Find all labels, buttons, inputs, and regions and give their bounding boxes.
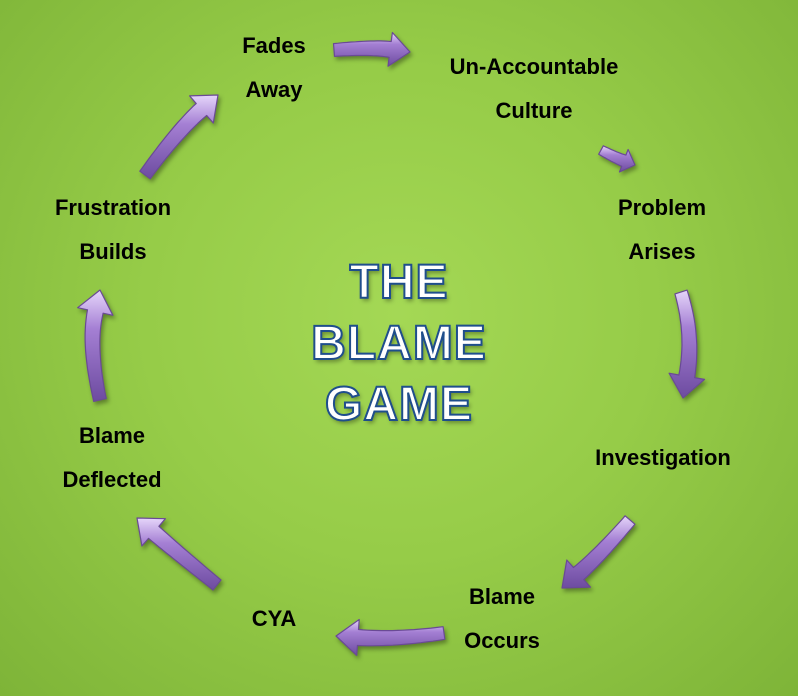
cycle-arrow: [139, 94, 219, 180]
title-line-2: BLAME: [310, 316, 487, 371]
step-label-line-2: Deflected: [62, 467, 162, 492]
step-unaccountable-culture: Un-Accountable Culture: [424, 45, 644, 133]
step-label-line-1: Fades: [242, 33, 306, 58]
step-label-line-1: Blame: [78, 423, 146, 448]
cycle-arrow: [332, 31, 411, 67]
cycle-arrow: [668, 289, 706, 399]
step-frustration-builds: Frustration Builds: [28, 186, 198, 274]
diagram-title: THE BLAME GAME: [249, 252, 549, 435]
step-label-line-2: Culture: [495, 98, 573, 123]
cycle-arrow: [77, 289, 114, 402]
step-label-line-1: Blame: [468, 584, 536, 609]
title-line-1: THE: [349, 255, 449, 310]
step-label-line-2: Arises: [628, 239, 696, 264]
step-label-line-1: Investigation: [595, 445, 731, 470]
step-cya: CYA: [234, 597, 314, 641]
step-label-line-1: Frustration: [54, 195, 172, 220]
step-fades-away: Fades Away: [219, 24, 329, 112]
step-label-line-1: Un-Accountable: [449, 54, 619, 79]
cycle-arrow: [335, 618, 446, 656]
step-label-line-1: Problem: [617, 195, 707, 220]
cycle-arrow: [598, 145, 636, 173]
step-label-line-1: CYA: [251, 606, 297, 631]
cycle-arrow: [136, 517, 222, 591]
step-blame-occurs: Blame Occurs: [442, 575, 562, 663]
step-investigation: Investigation: [568, 436, 758, 480]
step-label-line-2: Builds: [79, 239, 147, 264]
title-line-3: GAME: [324, 377, 473, 432]
step-blame-deflected: Blame Deflected: [32, 414, 192, 502]
step-label-line-2: Away: [245, 77, 303, 102]
step-problem-arises: Problem Arises: [592, 186, 732, 274]
cycle-arrow: [561, 515, 636, 589]
step-label-line-2: Occurs: [464, 628, 540, 653]
cycle-arrows: [77, 31, 706, 656]
